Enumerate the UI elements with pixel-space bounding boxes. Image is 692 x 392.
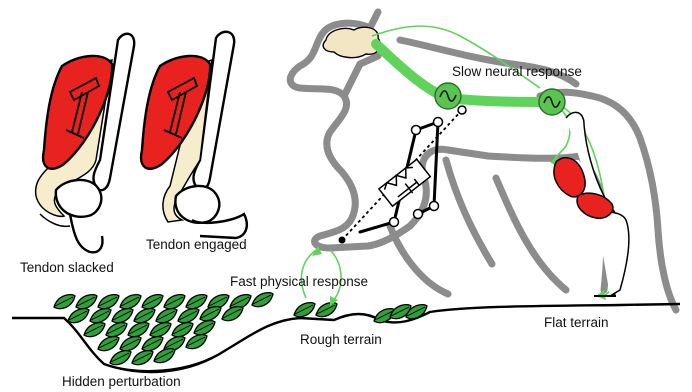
flat-terrain-label: Flat terrain [544,315,609,330]
rough-terrain-label: Rough terrain [300,332,382,347]
neuron-icon [435,83,461,109]
hidden-perturbation-label: Hidden perturbation [62,374,181,389]
leaf-cluster [54,293,427,365]
fast-physical-label: Fast physical response [230,274,368,289]
tendon-slacked-label: Tendon slacked [20,260,114,275]
tendon-engaged-label: Tendon engaged [146,237,247,252]
neuron-icon [539,89,565,115]
tendon-engaged-illustration [141,32,247,238]
slow-neural-label: Slow neural response [452,64,582,79]
tendon-slacked-illustration [36,34,135,253]
hindlimb-muscles [554,112,629,296]
